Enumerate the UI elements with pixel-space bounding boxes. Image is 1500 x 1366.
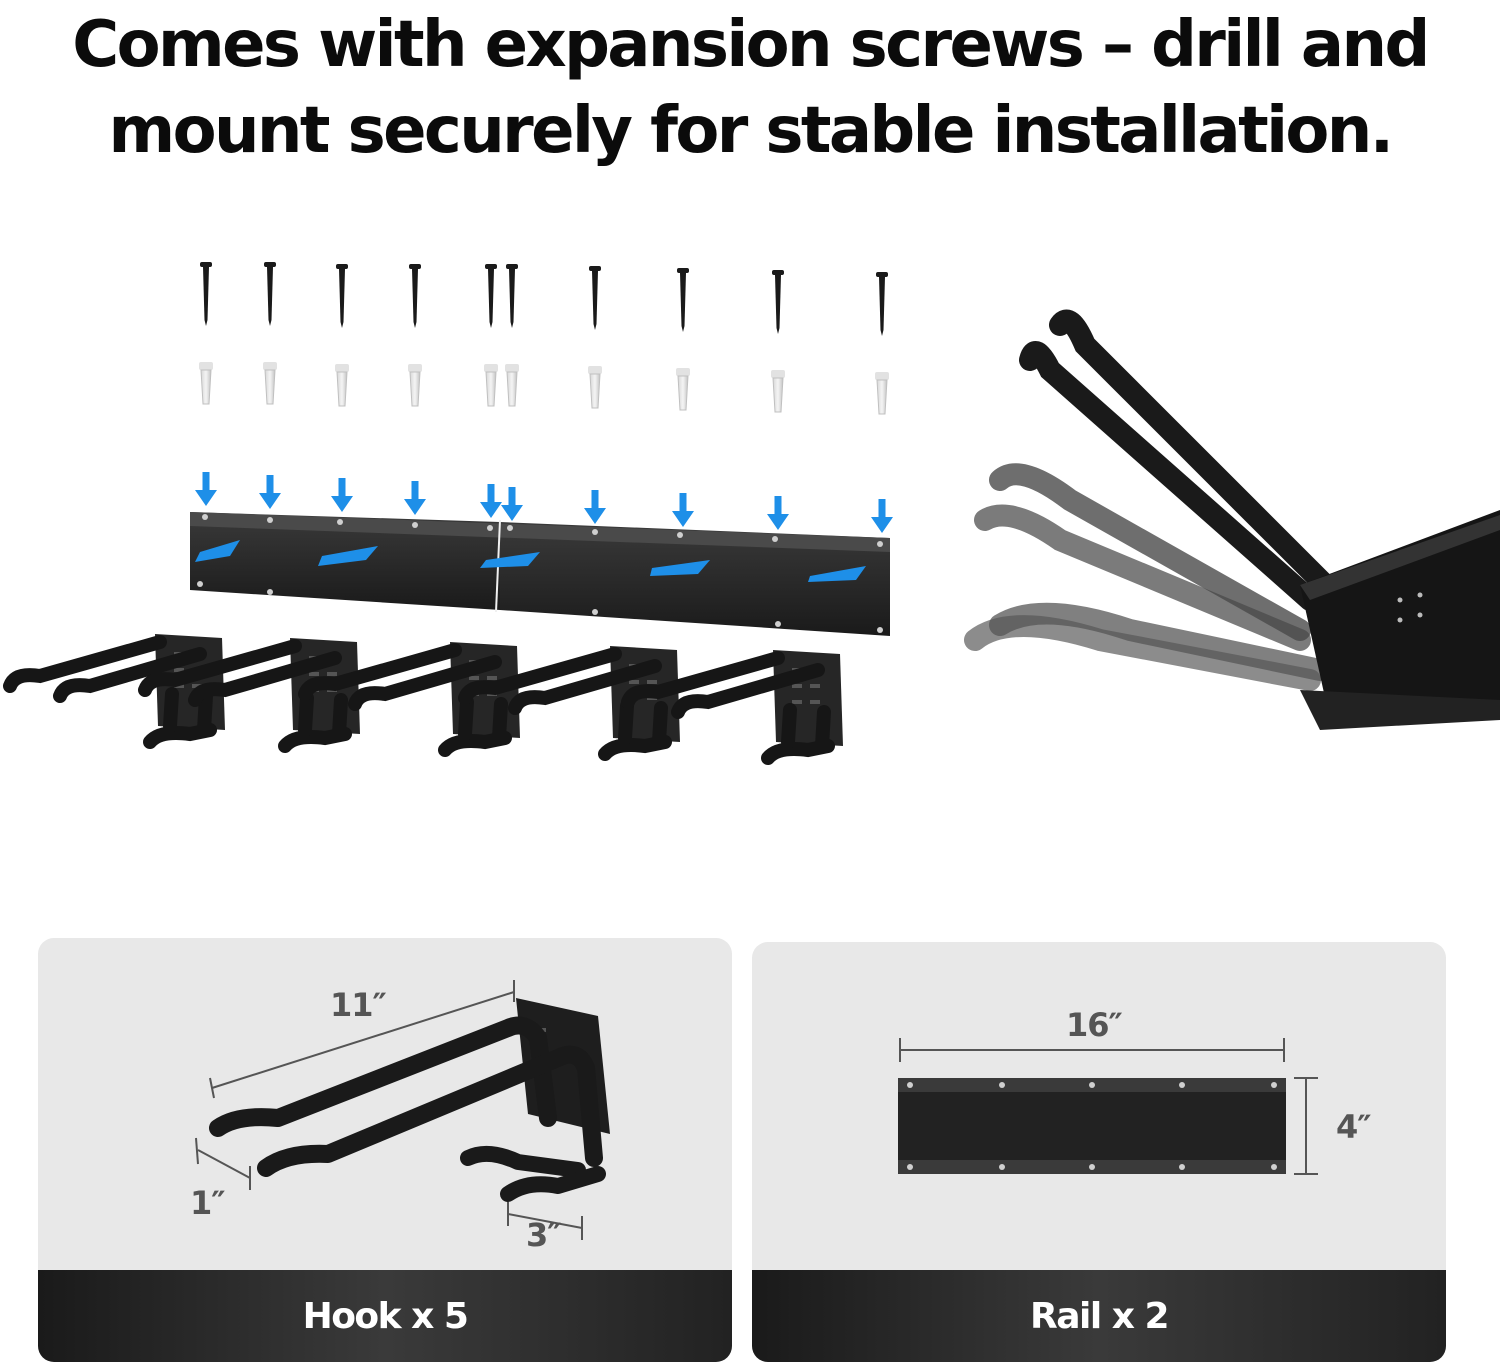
wall-anchor [771, 370, 785, 413]
screw [876, 272, 888, 336]
hook-card-label: Hook x 5 [302, 1295, 469, 1337]
hook-arms [209, 1016, 606, 1202]
hook-length-dimension [209, 980, 515, 1099]
rail-length-label: 16″ [1066, 1006, 1123, 1044]
wall-anchor [408, 364, 422, 407]
headline-line-2: mount securely for stable installation. [108, 94, 1395, 168]
rail-right [500, 522, 890, 636]
rail-holes [197, 514, 883, 633]
rail-markings [195, 540, 866, 582]
hook-depth-dimension [507, 1202, 583, 1240]
wall-anchor [588, 366, 602, 409]
hook-row [3, 634, 843, 765]
wall-anchor [875, 372, 889, 415]
down-arrow-icon [584, 490, 606, 524]
rail-card-label: Rail x 2 [1029, 1295, 1170, 1337]
folding-bracket [1300, 510, 1500, 720]
arrow-row [195, 472, 893, 533]
down-arrow-icon [672, 493, 694, 527]
screw [409, 264, 421, 328]
down-arrow-icon [871, 499, 893, 533]
wall-anchor [676, 368, 690, 411]
screw [200, 262, 212, 326]
down-arrow-icon [195, 472, 217, 506]
hook-width-label: 1″ [190, 1184, 226, 1222]
down-arrow-icon [501, 487, 523, 521]
rail-card-footer: Rail x 2 [752, 1270, 1446, 1362]
screw [677, 268, 689, 332]
wall-anchor [484, 364, 498, 407]
hook-length-label: 11″ [330, 986, 387, 1024]
screw [772, 270, 784, 334]
screw [264, 262, 276, 326]
rail-plate [898, 1078, 1286, 1174]
screw-row [200, 262, 888, 336]
hook [621, 650, 843, 765]
headline-line-1: Comes with expansion screws – drill and [72, 8, 1430, 82]
rail-spec-card: 16″ 4″ Rail x 2 [752, 942, 1446, 1362]
screw [336, 264, 348, 328]
screw [589, 266, 601, 330]
hook-folded-arms [1019, 309, 1341, 611]
screw [485, 264, 497, 328]
hook [3, 634, 225, 749]
hook-card-footer: Hook x 5 [38, 1270, 732, 1362]
wall-anchor [199, 362, 213, 405]
rail-length-dimension [899, 1038, 1285, 1062]
down-arrow-icon [480, 484, 502, 518]
rail-diagram [898, 1038, 1318, 1175]
screw [506, 264, 518, 328]
down-arrow-icon [767, 496, 789, 530]
down-arrow-icon [259, 475, 281, 509]
down-arrow-icon [331, 478, 353, 512]
down-arrow-icon [404, 481, 426, 515]
hook-motion-trail [964, 463, 1331, 691]
installation-illustration [3, 262, 1500, 765]
hook-diagram [195, 980, 610, 1240]
wall-anchor [263, 362, 277, 405]
rail-top-lip [190, 512, 890, 552]
hook-width-dimension [195, 1137, 251, 1190]
folding-hook-illustration [964, 309, 1500, 730]
hook-spec-card: 11″ 1″ 3″ Hook x 5 [38, 938, 732, 1362]
rail-height-dimension [1294, 1077, 1318, 1175]
wall-anchor [335, 364, 349, 407]
rail-height-label: 4″ [1336, 1108, 1372, 1146]
rail-assembly [190, 512, 890, 636]
rail-plate-holes [907, 1082, 1277, 1170]
wall-anchor [505, 364, 519, 407]
hook-depth-label: 3″ [526, 1216, 562, 1254]
anchor-row [199, 362, 889, 415]
headline: Comes with expansion screws – drill and … [0, 0, 1500, 174]
